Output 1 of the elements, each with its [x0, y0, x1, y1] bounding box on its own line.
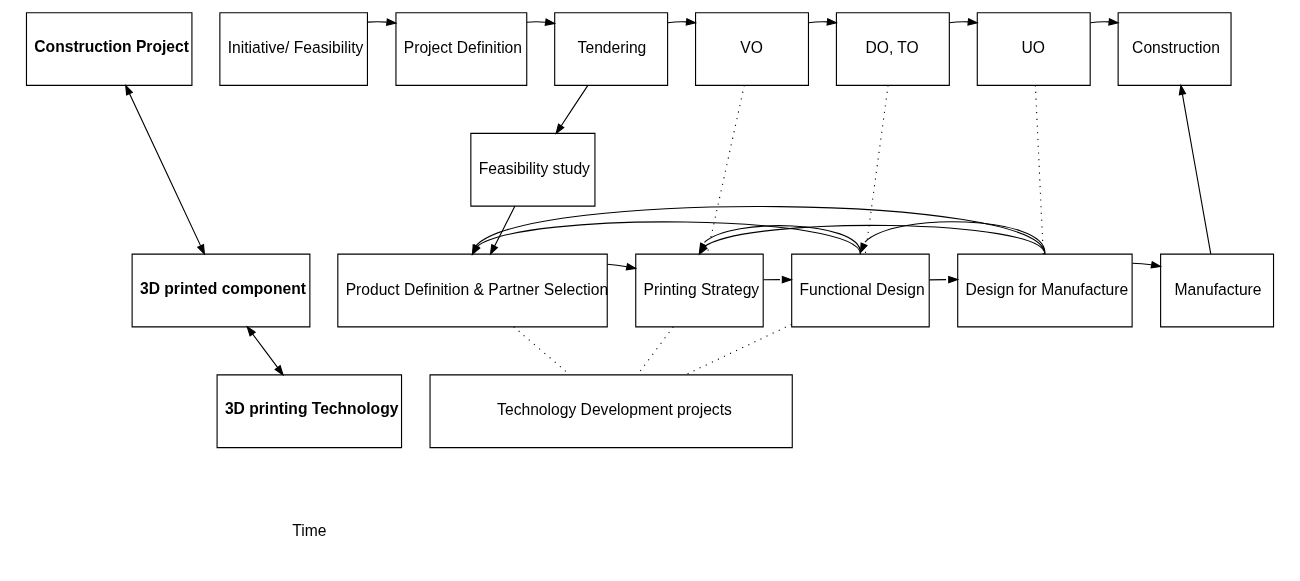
- label: Time: [292, 522, 327, 540]
